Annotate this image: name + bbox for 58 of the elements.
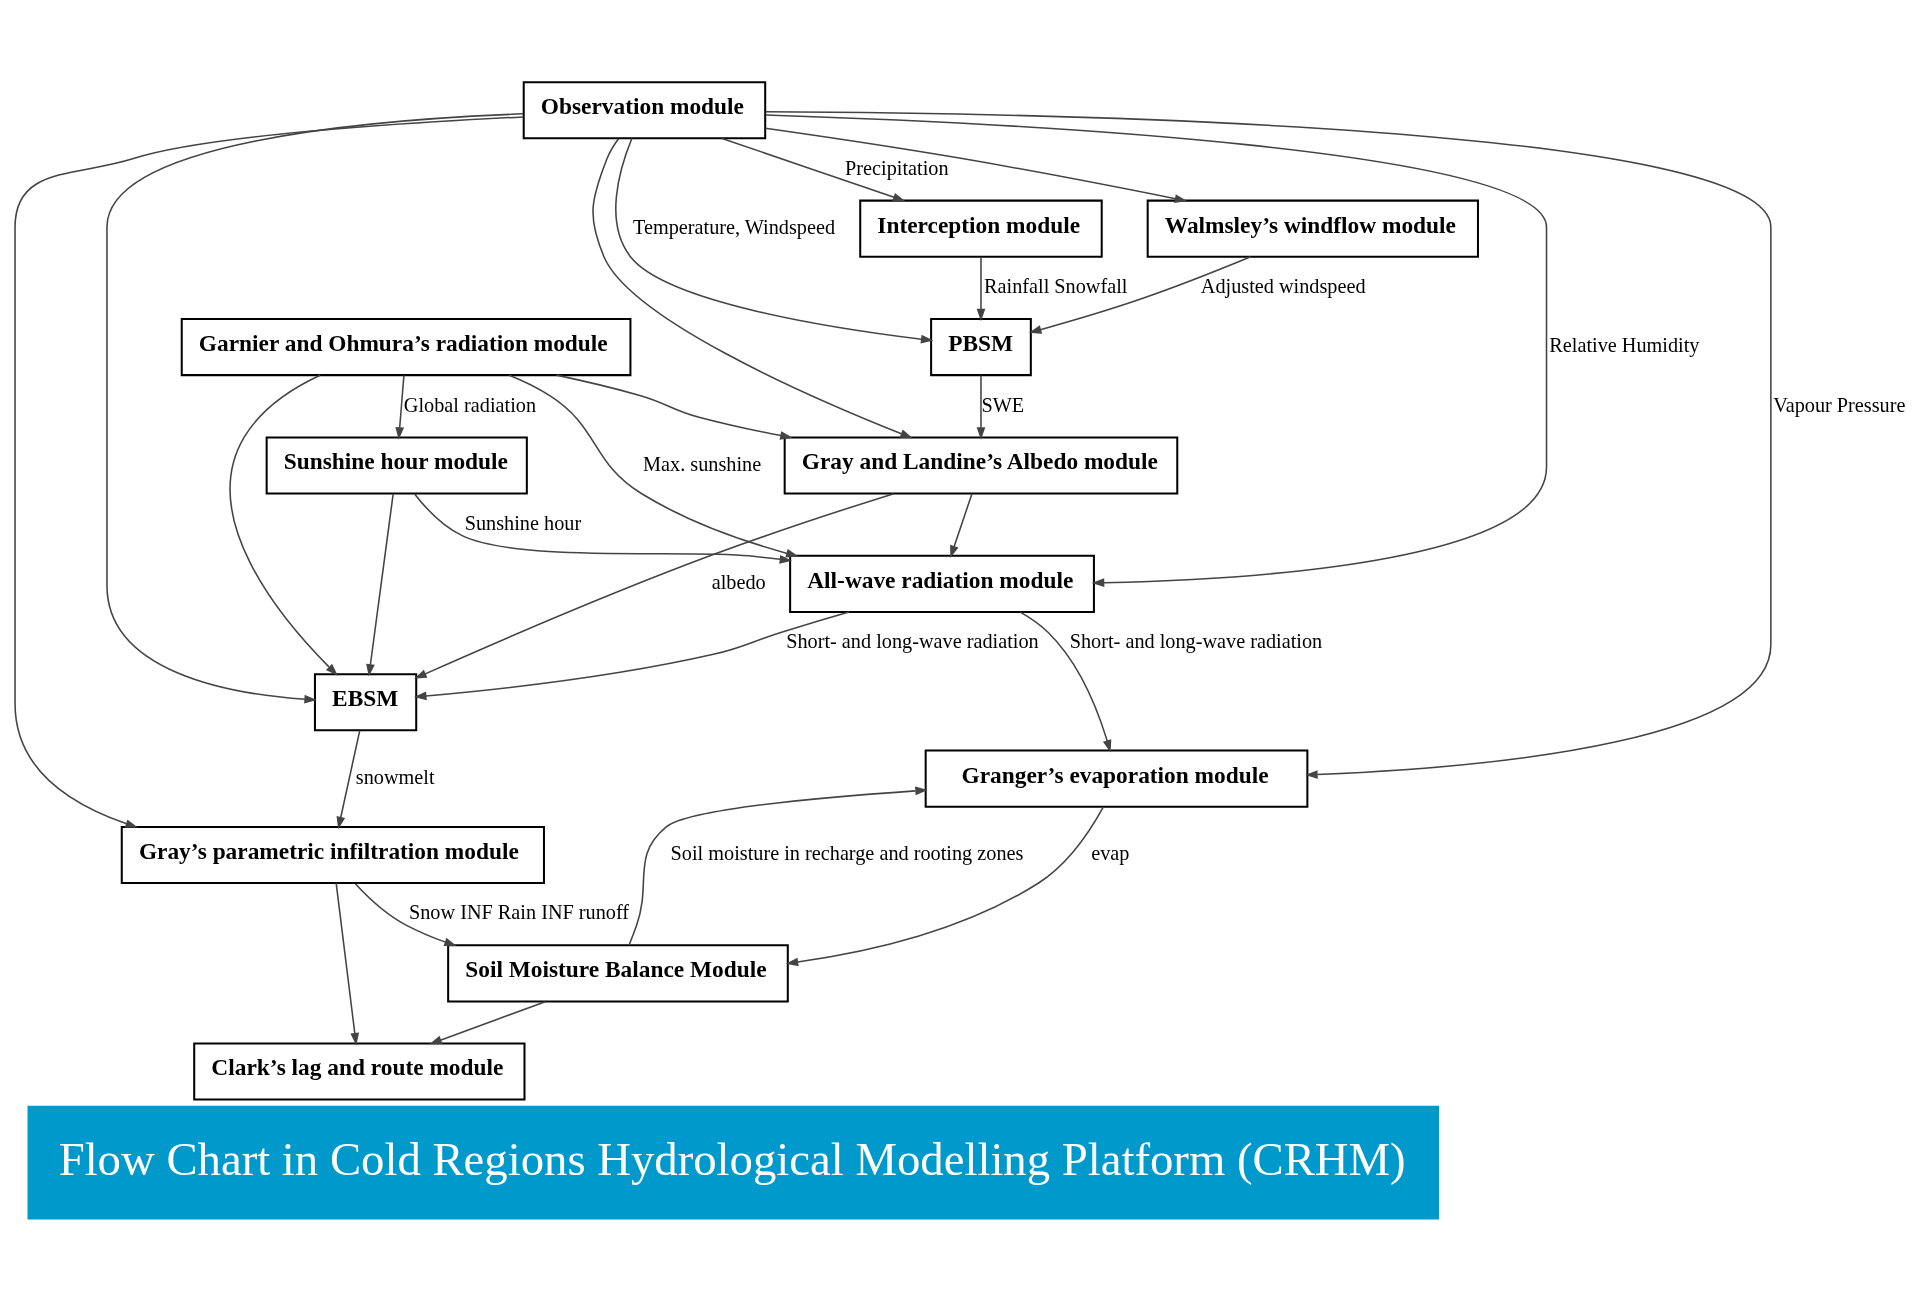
arrow [628,786,928,946]
edge-label: Short- and long-wave radiation [1069,629,1323,652]
edge-label: Adjusted windspeed [1200,274,1366,297]
arrow [764,113,1548,587]
node-box: Sunshine hour module [265,435,528,495]
arrow [721,137,906,201]
node-box: Observation module [522,80,767,139]
arrow [555,373,793,440]
arrow [229,373,338,676]
arrow [785,805,1105,966]
arrow [336,729,361,829]
arrow [366,492,394,677]
arrow [106,112,524,704]
arrow [976,255,986,321]
node-box: Gray and Landine’s Albedo module [783,435,1179,495]
edge-label: snowmelt [355,765,435,788]
edge-label: Sunshine hour [464,511,582,534]
node-box: Gray’s parametric infiltration module [120,825,545,884]
arrow [764,126,1188,203]
arrow [335,881,360,1045]
arrow [413,492,793,564]
arrow [615,137,934,343]
arrow [592,137,913,438]
edge-label: Vapour Pressure [1773,393,1906,416]
arrow [414,492,895,679]
edge-label: Soil moisture in recharge and rooting zones [670,841,1024,864]
arrow [976,374,986,440]
node-box: Garnier and Ohmura’s radiation module [180,317,632,376]
node-box: Soil Moisture Balance Module [447,943,789,1002]
edge-label: Precipitation [845,156,949,179]
node-box: Walmsley’s windflow module [1146,199,1479,258]
node-box: All-wave radiation module [789,554,1095,613]
edge-label: Rainfall Snowfall [984,274,1128,297]
arrow [950,492,973,558]
node-box: PBSM [930,317,1032,376]
arrow [395,374,405,440]
arrow [429,1000,547,1044]
edge-label: Global radiation [403,393,537,416]
arrow [414,610,850,700]
arrow [354,882,457,946]
edge-label: albedo [711,570,766,593]
edge-label: evap [1091,841,1130,864]
edge-label: Snow INF Rain INF runoff [408,900,630,923]
node-box: Clark’s lag and route module [193,1041,526,1101]
node-box: Interception module [859,199,1103,258]
edge-label: Temperature, Windspeed [633,215,836,238]
edge-label: Max. sunshine [643,452,762,475]
edge-label: Relative Humidity [1549,333,1700,356]
arrow [14,115,524,828]
diagram-title: Flow Chart in Cold Regions Hydrological Modelling Platform (CRHM) [58,1132,1406,1185]
node-box: EBSM [313,672,418,731]
arrow [1019,610,1112,752]
edge-label: SWE [981,393,1025,416]
arrow [764,110,1772,779]
arrow [508,373,799,557]
node-box: Granger’s evaporation module [924,749,1309,808]
edge-label: Short- and long-wave radiation [786,629,1039,652]
arrow [1028,255,1252,334]
